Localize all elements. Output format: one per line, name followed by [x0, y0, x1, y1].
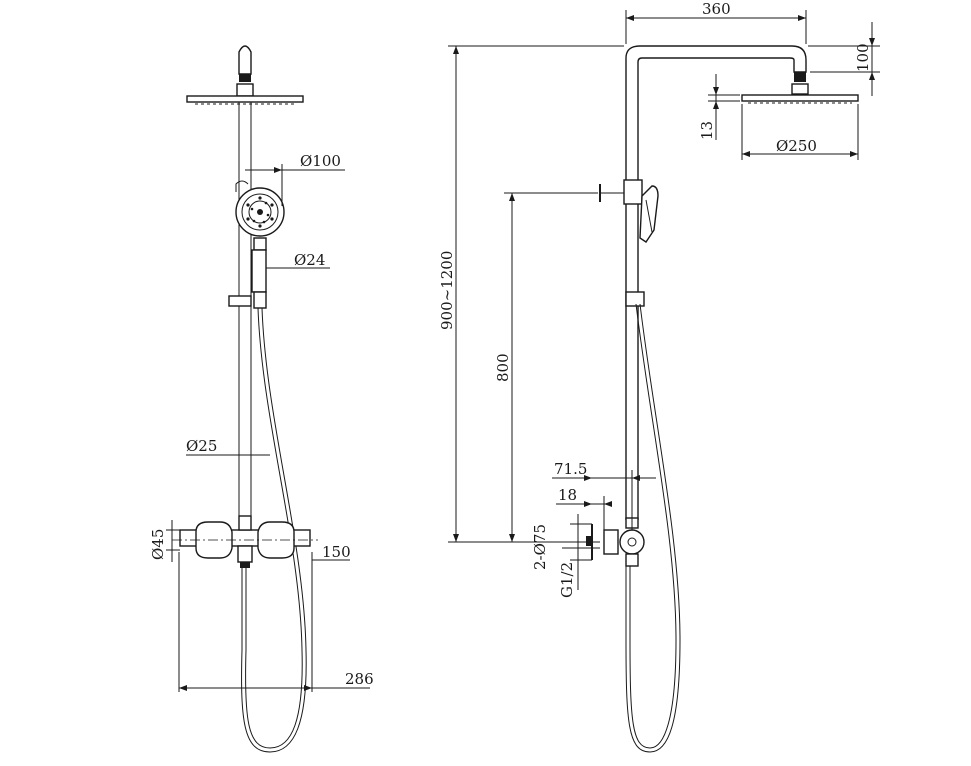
label-head-shower-diameter: Ø100	[300, 152, 341, 170]
label-wall-offset: 71.5	[554, 460, 587, 478]
label-handle-diameter: Ø24	[294, 251, 325, 269]
label-bracket-height: 800	[494, 353, 512, 382]
label-rain-head-diameter: Ø250	[776, 137, 817, 155]
label-valve-depth: 150	[322, 543, 351, 561]
label-inlet-thread: G1/2	[558, 562, 576, 598]
label-arm-drop: 100	[854, 43, 872, 72]
label-valve-body-diameter: Ø45	[149, 529, 167, 560]
label-inlet-offset: 18	[558, 486, 577, 504]
label-arm-projection: 360	[702, 0, 731, 18]
side-view: 360 100 13 Ø250 900~1200 800 71.5 18 2-Ø…	[438, 0, 880, 753]
label-height-range: 900~1200	[438, 251, 456, 330]
label-valve-centres: 286	[345, 670, 374, 688]
front-view: Ø100 Ø24 Ø25 Ø45 150 286	[149, 45, 374, 753]
label-rain-head-thickness: 13	[698, 121, 716, 140]
label-riser-diameter: Ø25	[186, 437, 217, 455]
label-escutcheon: 2-Ø75	[531, 524, 549, 570]
